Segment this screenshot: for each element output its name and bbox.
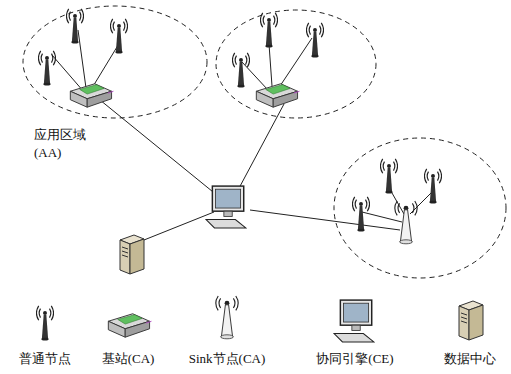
legend-engine-icon: [334, 300, 374, 342]
legend-datacenter-icon: [459, 301, 483, 340]
collaboration-engine: [206, 186, 246, 228]
network-links: [52, 30, 432, 240]
sensor-node: [380, 159, 397, 194]
area-outline: [23, 6, 207, 118]
sensor-node: [66, 9, 83, 44]
legend-sensor-icon: [36, 306, 53, 341]
legend-text: 数据中心: [444, 350, 496, 368]
legend-item: 数据中心: [444, 350, 496, 368]
area-label: 应用区域 (AA): [34, 126, 94, 161]
data-center: [120, 235, 144, 274]
sensor-node: [232, 53, 249, 88]
legend-sink-icon: [216, 296, 238, 339]
legend-text: 协同引擎(CE): [316, 350, 393, 368]
legend-text: Sink节点(CA): [189, 350, 266, 368]
area-outline: [334, 138, 506, 278]
base-station: [256, 84, 299, 107]
legend-item: 普通节点: [19, 350, 71, 368]
base-station: [70, 84, 113, 107]
legend-item: 协同引擎(CE): [316, 350, 393, 368]
area-label-slot: 应用区域 (AA): [34, 126, 94, 161]
legend-text: 基站(CA): [102, 350, 155, 368]
legend-item: 基站(CA): [102, 350, 155, 368]
sensor-node: [424, 169, 441, 204]
sensor-node: [110, 19, 127, 54]
legend-base-icon: [108, 314, 151, 337]
area-outline: [216, 10, 376, 118]
sensor-node: [306, 23, 323, 58]
sensor-node: [38, 51, 55, 86]
legend-item: Sink节点(CA): [189, 350, 266, 368]
legend-text: 普通节点: [19, 350, 71, 368]
sensor-node: [352, 197, 369, 232]
sink-node: [395, 201, 417, 244]
sensor-node: [260, 13, 277, 48]
